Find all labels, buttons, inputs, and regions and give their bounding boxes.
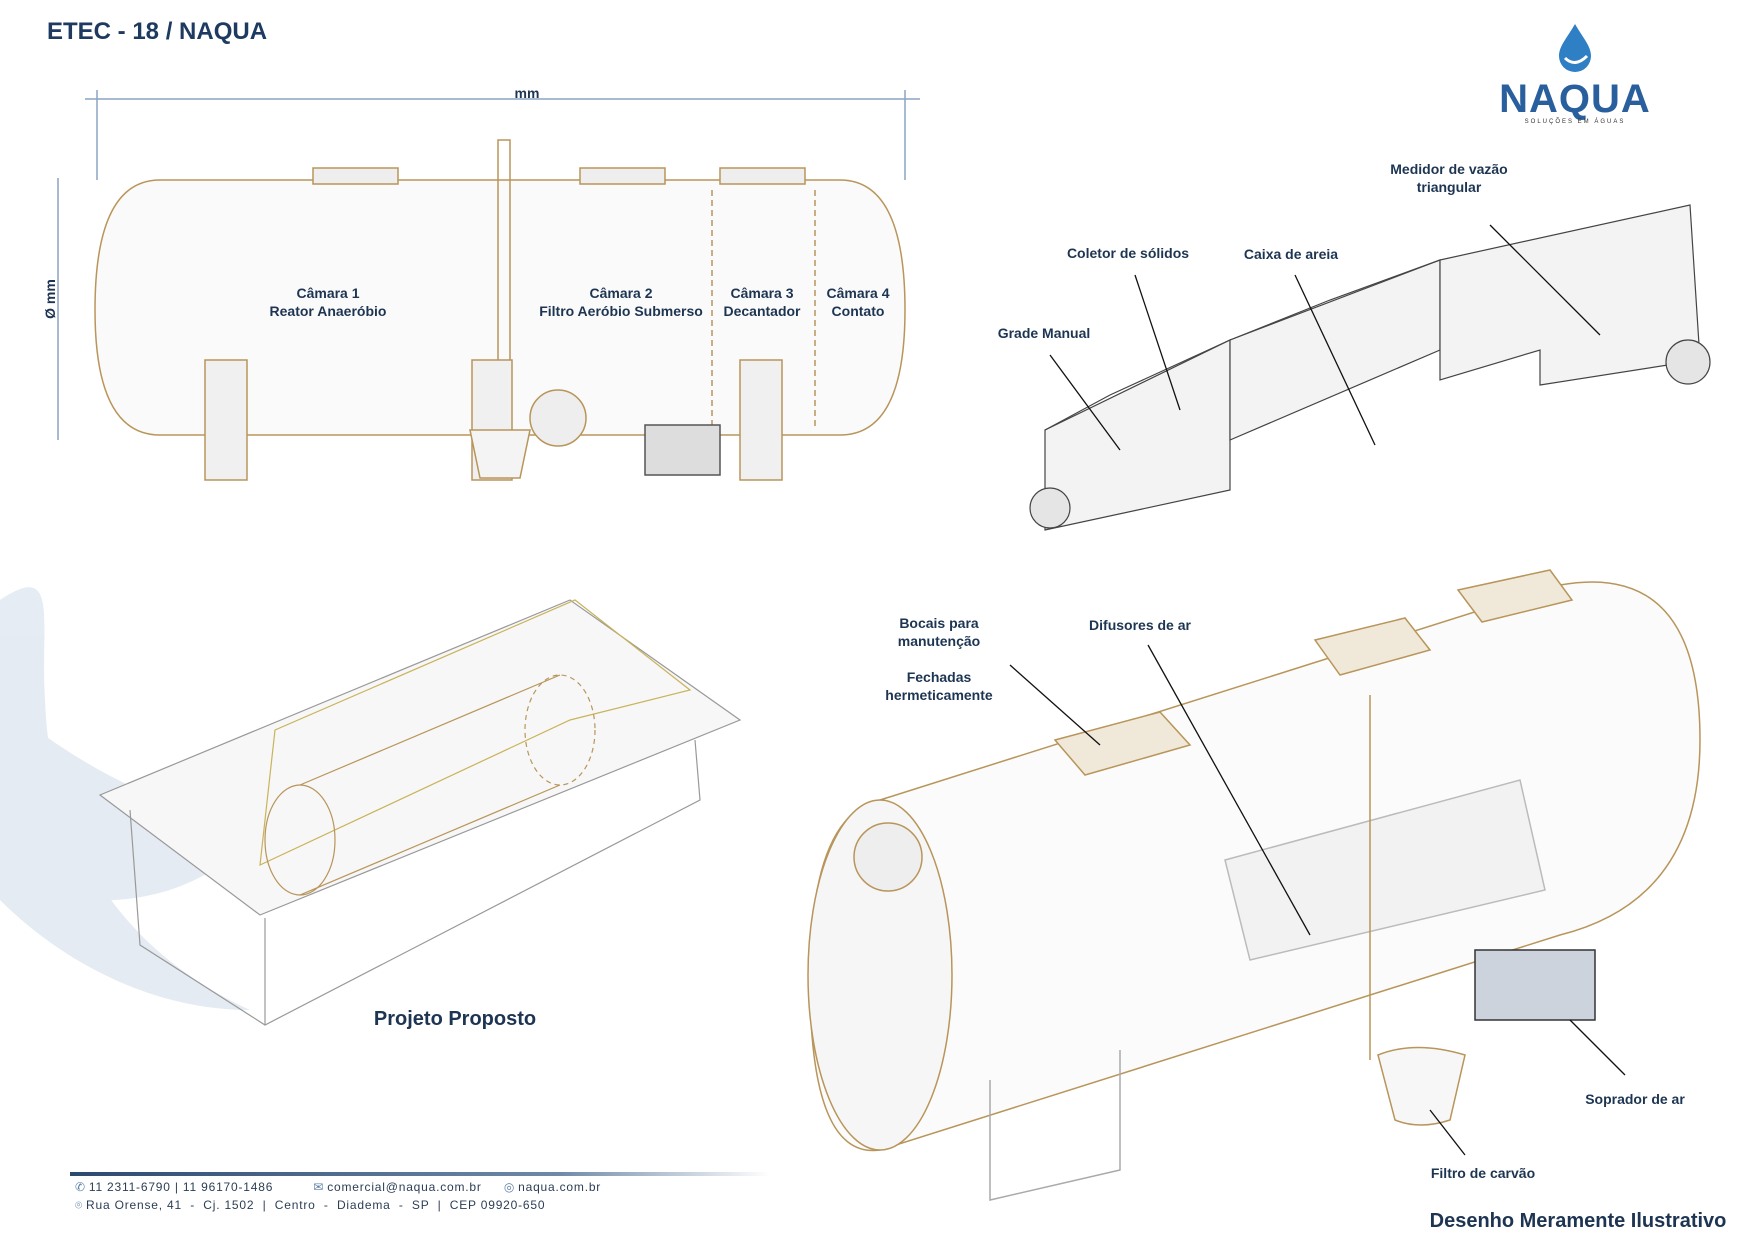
blower-label: Soprador de ar: [1585, 1091, 1685, 1107]
carbon-filter-label: Filtro de carvão: [1430, 1165, 1536, 1181]
chamber-name: Câmara 3: [730, 285, 794, 301]
disclaimer: Desenho Meramente Ilustrativo: [1429, 1210, 1727, 1232]
sand-box-label: Caixa de areia: [1243, 246, 1339, 262]
nozzles-label: Bocais para manutenção: [898, 614, 980, 650]
channel-view: [1029, 204, 1711, 531]
sealed-label: Fechadas hermeticamente: [885, 668, 992, 704]
flow-meter-label: Medidor de vazão triangular: [1390, 160, 1507, 196]
chamber-desc: Reator Anaeróbio: [269, 303, 387, 319]
annotation-arrows: [1009, 644, 1626, 1156]
phone-contact: ✆11 2311-6790 | 11 96170-1486: [75, 1180, 291, 1194]
chamber-2-label: Câmara 2 Filtro Aeróbio Submerso: [539, 284, 703, 320]
phone-numbers: 11 2311-6790 | 11 96170-1486: [88, 1180, 274, 1194]
address-text: Rua Orense, 41 - Cj. 1502 | Centro - Dia…: [86, 1198, 546, 1212]
logo-tagline: SOLUÇÕES EM ÁGUAS: [1524, 119, 1626, 125]
chamber-3-label: Câmara 3 Decantador: [723, 284, 800, 320]
annotation-arrows: [1049, 224, 1601, 451]
footer-address: ⌾Rua Orense, 41 - Cj. 1502 | Centro - Di…: [75, 1198, 563, 1213]
label-line: Fechadas: [906, 669, 972, 685]
chamber-4-label: Câmara 4 Contato: [826, 284, 889, 320]
manual-grid-label: Grade Manual: [997, 325, 1091, 341]
chamber-name: Câmara 4: [826, 285, 890, 301]
footer-divider: [70, 1172, 770, 1176]
chamber-name: Câmara 1: [296, 285, 360, 301]
page-title: ETEC - 18 / NAQUA: [47, 18, 268, 45]
proposed-project-caption: Projeto Proposto: [373, 1008, 537, 1030]
iso-tank-view: [807, 569, 1701, 1201]
naqua-logo: NAQUA SOLUÇÕES EM ÁGUAS: [1495, 22, 1655, 125]
website-link[interactable]: naqua.com.br: [518, 1180, 602, 1194]
width-dimension: mm: [514, 85, 540, 101]
email-contact[interactable]: ✉comercial@naqua.com.br: [313, 1180, 481, 1194]
label-line: hermeticamente: [885, 687, 993, 703]
email-link[interactable]: comercial@naqua.com.br: [327, 1180, 482, 1194]
logo-wordmark: NAQUA: [1499, 77, 1651, 121]
location-pin-icon: ⌾: [75, 1198, 84, 1212]
diffusers-label: Difusores de ar: [1089, 617, 1191, 633]
solids-collector-label: Coletor de sólidos: [1066, 245, 1190, 261]
side-view-tank: [57, 90, 920, 481]
label-line: manutenção: [897, 633, 981, 649]
chamber-desc: Decantador: [723, 303, 801, 319]
chamber-desc: Contato: [831, 303, 885, 319]
label-line: triangular: [1416, 179, 1482, 195]
diameter-dimension: Ø mm: [42, 279, 58, 319]
label-line: Bocais para: [899, 615, 979, 631]
website-contact[interactable]: ◎naqua.com.br: [504, 1180, 601, 1194]
chamber-desc: Filtro Aeróbio Submerso: [539, 303, 703, 319]
water-drop-icon: [1559, 24, 1591, 72]
footer-contacts: ✆11 2311-6790 | 11 96170-1486 ✉comercial…: [75, 1180, 619, 1194]
mail-icon: ✉: [313, 1180, 325, 1194]
phone-icon: ✆: [75, 1180, 86, 1194]
label-line: Medidor de vazão: [1390, 161, 1508, 177]
chamber-1-label: Câmara 1 Reator Anaeróbio: [270, 284, 387, 320]
globe-icon: ◎: [503, 1180, 516, 1194]
chamber-name: Câmara 2: [589, 285, 653, 301]
proposed-project-view: [98, 599, 742, 1026]
